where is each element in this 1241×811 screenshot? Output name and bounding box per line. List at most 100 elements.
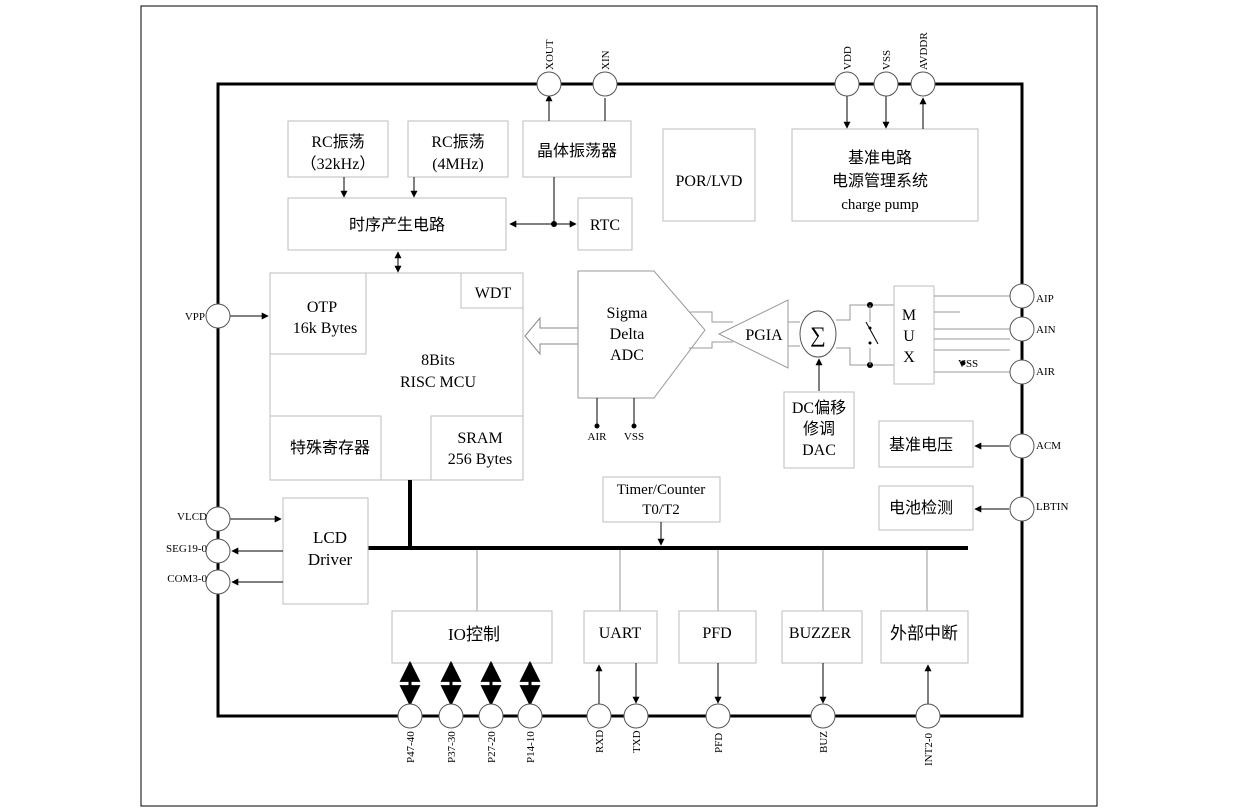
- sigma-symbol: ∑: [810, 322, 826, 347]
- mux-m: M: [902, 307, 916, 324]
- lbtin-label: LBTIN: [1036, 501, 1068, 513]
- txd-label: TXD: [631, 730, 643, 753]
- xin-pin: [592, 71, 618, 97]
- com-label: COM3-0: [167, 573, 207, 585]
- p14-pin: [517, 703, 543, 729]
- pfd-pin: [705, 703, 731, 729]
- rtc-block: RTC: [577, 197, 633, 251]
- seg-pin: [205, 538, 231, 564]
- sfr-label: 特殊寄存器: [290, 439, 370, 457]
- io-label: IO控制: [448, 625, 500, 644]
- timing-label: 时序产生电路: [349, 216, 445, 234]
- mux-x: X: [903, 349, 915, 366]
- mcu-line1: 8Bits: [421, 352, 455, 369]
- vdd-label: VDD: [842, 46, 854, 70]
- battery-label: 电池检测: [889, 499, 953, 517]
- pgia-amplifier: PGIA: [717, 299, 789, 369]
- crystal-oscillator-block: 晶体振荡器: [522, 120, 632, 178]
- io-control-block: IO控制: [391, 610, 553, 664]
- aip-label: AIP: [1036, 293, 1054, 305]
- sum-mux-line-bottom: [836, 347, 894, 366]
- por-label: POR/LVD: [676, 173, 743, 190]
- pfd-label: PFD: [702, 625, 731, 642]
- ref-power-line2: 电源管理系统: [832, 172, 928, 190]
- mux-vss-dot: [960, 360, 966, 366]
- vpp-pin: [205, 303, 231, 329]
- lbtin-pin: [1009, 496, 1035, 522]
- p37-pin: [438, 703, 464, 729]
- outer-frame: [140, 5, 1098, 807]
- otp-line2: 16k Bytes: [293, 320, 357, 337]
- adc-to-mcu-hollow-arrow: [524, 316, 579, 356]
- uart-block: UART: [583, 610, 658, 664]
- air-label: AIR: [1036, 366, 1056, 378]
- p37-label: P37-30: [446, 731, 458, 763]
- xout-pin: [536, 71, 562, 97]
- mcu-line2: RISC MCU: [400, 374, 476, 391]
- junction-dot: [551, 221, 557, 227]
- pgia-adc-line-top: [689, 311, 733, 323]
- p27-pin: [478, 703, 504, 729]
- rc4m-line1: RC振荡: [431, 133, 484, 151]
- ref-power-line3: charge pump: [841, 197, 919, 213]
- pgia-adc-line-bottom: [689, 341, 733, 349]
- sum-mux-line-top: [836, 304, 894, 321]
- buzzer-label: BUZZER: [789, 625, 852, 642]
- switch-contact-2: [868, 341, 872, 345]
- adc-line2: Delta: [610, 326, 645, 343]
- xin-label: XIN: [600, 50, 612, 70]
- vlcd-label: VLCD: [177, 511, 207, 523]
- rxd-label: RXD: [594, 730, 606, 753]
- pfd-block: PFD: [678, 610, 757, 664]
- air-pin: [1009, 359, 1035, 385]
- vss-top-label: VSS: [881, 50, 893, 70]
- otp-block: OTP 16k Bytes: [269, 272, 367, 355]
- acm-pin: [1009, 433, 1035, 459]
- rc-oscillator-4m-block: RC振荡 (4MHz): [407, 120, 509, 178]
- sram-block: SRAM 256 Bytes: [430, 415, 524, 481]
- sigma-delta-adc-block: Sigma Delta ADC: [577, 270, 706, 399]
- crystal-label: 晶体振荡器: [537, 142, 617, 160]
- txd-pin: [623, 703, 649, 729]
- adc-vss-label: VSS: [624, 431, 644, 443]
- rc4m-line2: (4MHz): [432, 156, 484, 173]
- int-label: INT2-0: [923, 733, 935, 766]
- buz-label: BUZ: [818, 731, 830, 753]
- com-pin: [205, 569, 231, 595]
- ain-pin: [1009, 316, 1035, 342]
- pfd-pin-label: PFD: [713, 733, 725, 753]
- uart-label: UART: [599, 625, 642, 642]
- dac-line1: DC偏移: [792, 399, 846, 417]
- lcd-line1: LCD: [313, 528, 347, 547]
- adc-line3: ADC: [610, 347, 644, 364]
- wdt-label: WDT: [475, 285, 512, 302]
- p47-pin: [397, 703, 423, 729]
- sram-line2: 256 Bytes: [448, 451, 512, 468]
- rc-oscillator-32k-block: RC振荡 （32kHz）: [287, 120, 389, 178]
- sram-line1: SRAM: [457, 430, 502, 447]
- external-interrupt-block: 外部中断: [880, 610, 969, 664]
- lcd-driver-block: LCD Driver: [282, 497, 369, 605]
- pgia-label: PGIA: [745, 327, 783, 344]
- voltage-reference-block: 基准电压: [878, 420, 974, 468]
- rxd-pin: [586, 703, 612, 729]
- adc-vss-dot: [631, 423, 637, 429]
- adc-air-dot: [594, 423, 600, 429]
- lcd-line2: Driver: [308, 550, 353, 569]
- rc32k-line2: （32kHz）: [301, 155, 376, 173]
- timing-generator-block: 时序产生电路: [287, 197, 507, 251]
- ref-power-line1: 基准电路: [848, 149, 912, 167]
- battery-detect-block: 电池检测: [878, 485, 974, 531]
- dac-line2: 修调: [803, 420, 835, 438]
- p47-label: P47-40: [405, 731, 417, 763]
- rtc-label: RTC: [590, 217, 620, 234]
- vdd-pin: [834, 71, 860, 97]
- extint-label: 外部中断: [890, 624, 958, 643]
- buzzer-block: BUZZER: [781, 610, 863, 664]
- summing-node: ∑: [799, 310, 837, 358]
- timer-line1: Timer/Counter: [617, 482, 706, 498]
- vlcd-pin: [205, 506, 231, 532]
- p27-label: P27-20: [486, 731, 498, 763]
- avddr-pin: [910, 71, 936, 97]
